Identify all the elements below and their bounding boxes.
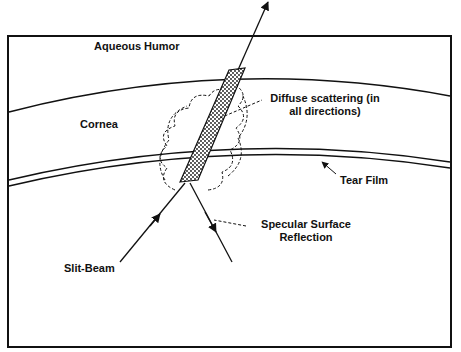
beam-arrow: [150, 214, 160, 226]
scattering-beam: [180, 68, 245, 182]
callout-label: Tear Film: [338, 174, 390, 187]
beam-label: Slit-Beam: [62, 262, 117, 275]
tear-film-line: [9, 155, 450, 186]
reflection-arrow: [205, 212, 216, 232]
callout-label: Diffuse scattering (in all directions): [264, 92, 386, 118]
exit-arrow: [238, 2, 268, 70]
region-label: Aqueous Humor: [92, 40, 182, 53]
slit-beam-line: [120, 183, 185, 262]
region-label: Cornea: [78, 118, 120, 131]
reflection-leader: [214, 220, 246, 226]
callout-label: Specular Surface Reflection: [248, 218, 364, 244]
tear-film-leader: [322, 162, 336, 174]
scatter-leader: [220, 100, 262, 118]
frame: [8, 36, 451, 347]
